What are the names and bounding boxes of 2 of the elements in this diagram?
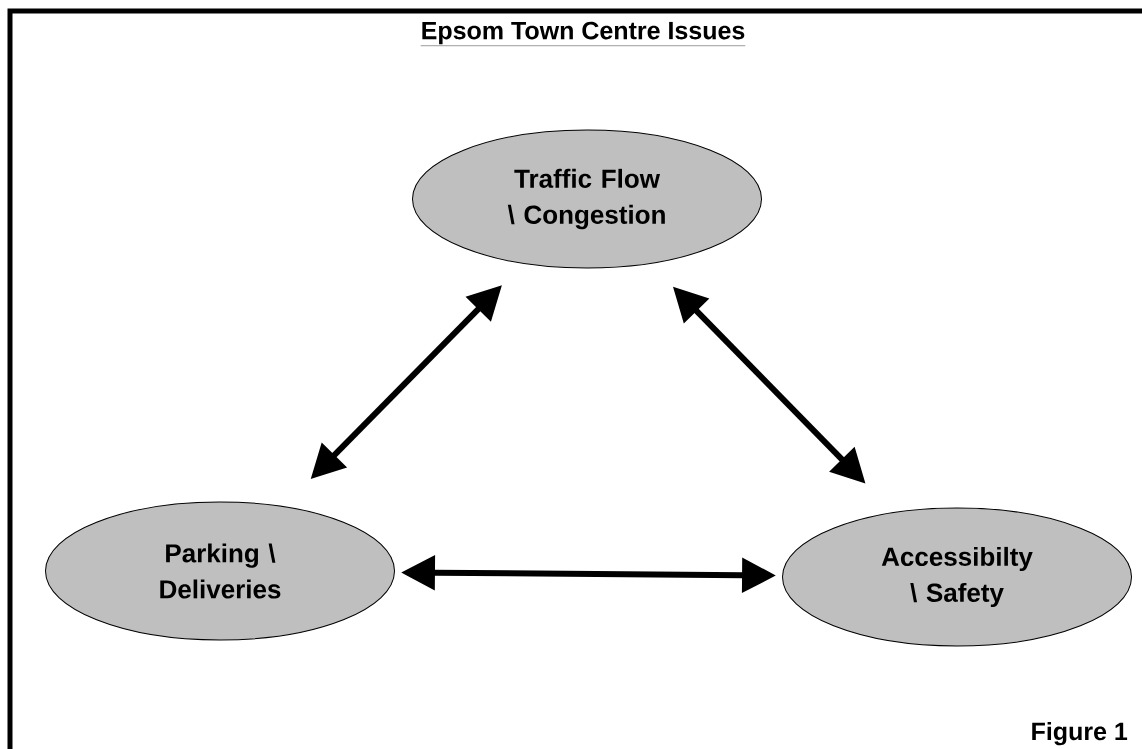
- figure-caption: Figure 1: [1032, 721, 1128, 746]
- title: Epsom Town Centre Issues: [420, 21, 746, 46]
